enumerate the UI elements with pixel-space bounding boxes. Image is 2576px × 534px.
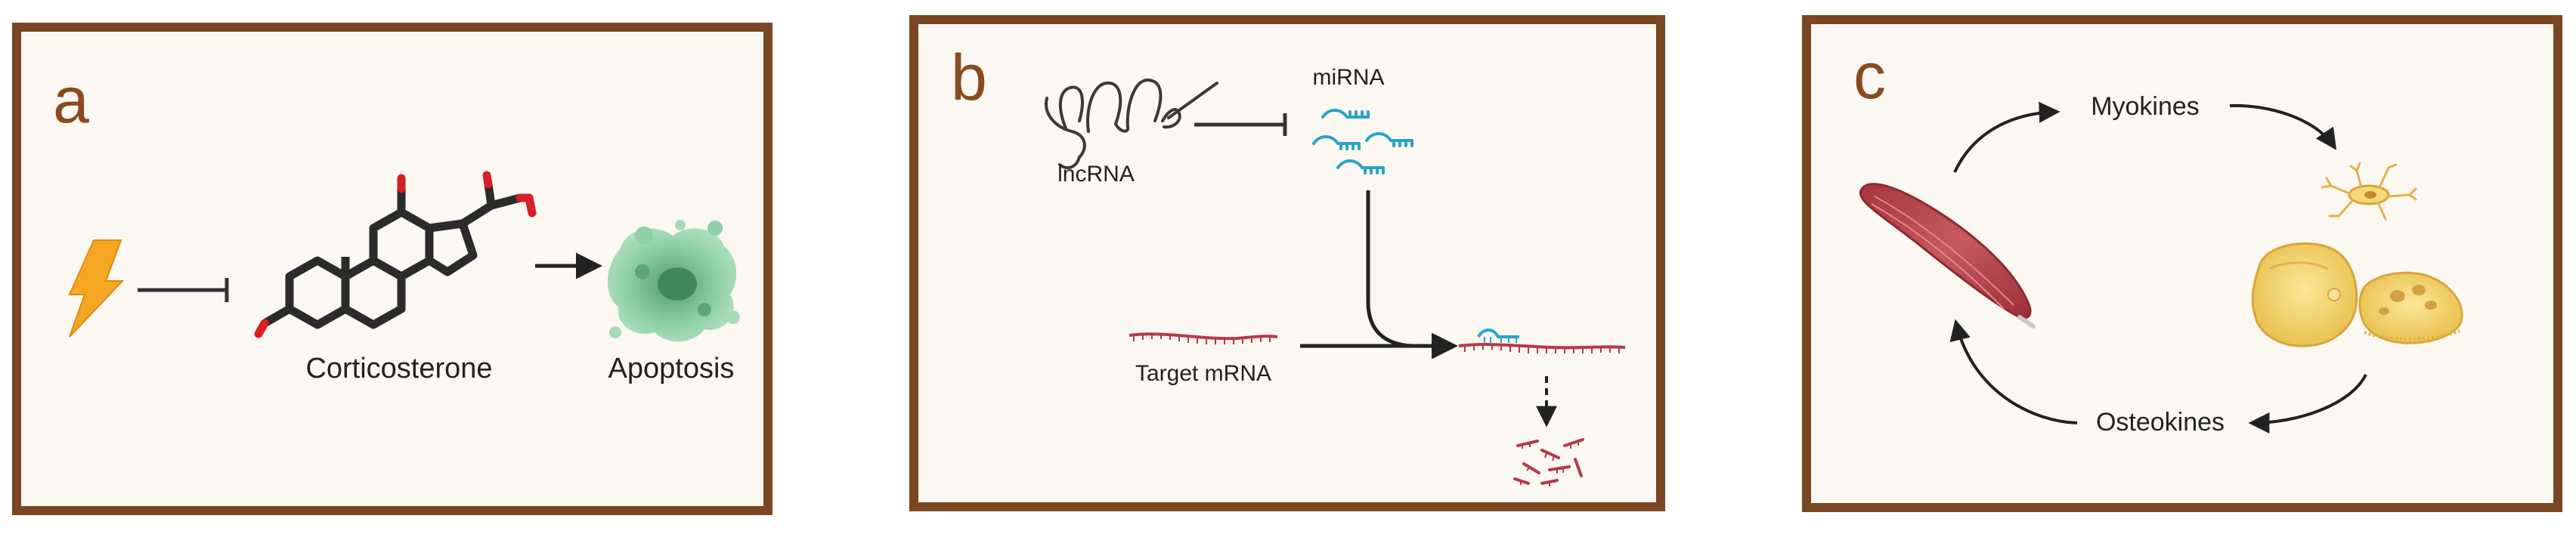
degraded-rna-ticks xyxy=(1520,441,1579,486)
arrow-to-myokines xyxy=(1953,101,2060,173)
mrna-strand-icon xyxy=(1129,332,1278,344)
mirna-cluster-icon xyxy=(1312,109,1413,174)
arrow-to-osteokines xyxy=(2248,374,2367,434)
label-osteokines: Osteokines xyxy=(2096,408,2225,437)
label-mirna: miRNA xyxy=(1313,65,1385,90)
label-apoptosis: Apoptosis xyxy=(608,353,735,384)
label-corticosterone: Corticosterone xyxy=(305,353,492,384)
arrow-osteokines-to-muscle xyxy=(1949,319,2078,424)
arrow-mirna-to-complex xyxy=(1366,190,1413,348)
lightning-bolt-icon xyxy=(68,239,125,338)
lncrna-hairpin-icon xyxy=(1045,78,1218,170)
apoptotic-cell-icon xyxy=(607,220,740,342)
panel-b: b lncRNA miRNA xyxy=(909,15,1665,511)
oxygen-atoms xyxy=(254,171,537,338)
muscle-icon xyxy=(1859,183,2036,329)
inhibition-arrow-b xyxy=(1194,113,1287,136)
label-lncrna: lncRNA xyxy=(1057,162,1135,187)
arrow-myokines-to-bone xyxy=(2229,103,2337,150)
panel-c-letter: c xyxy=(1853,40,1886,113)
label-myokines: Myokines xyxy=(2091,92,2200,121)
label-target-mrna: Target mRNA xyxy=(1135,361,1271,386)
panel-a-letter: a xyxy=(53,64,89,137)
osteocyte-icon xyxy=(2321,162,2417,221)
panel-b-frame xyxy=(909,15,1665,511)
inhibition-arrow-a xyxy=(138,278,229,302)
steroid-molecule-icon xyxy=(262,184,522,329)
panel-c: c Myokines xyxy=(1802,15,2562,512)
osteoclast-icon xyxy=(2251,242,2463,347)
panel-c-frame xyxy=(1802,15,2562,512)
panel-b-letter: b xyxy=(951,42,987,114)
mrna-mirna-complex-icon xyxy=(1458,329,1626,353)
panel-a: a Corticosterone xyxy=(12,23,772,515)
